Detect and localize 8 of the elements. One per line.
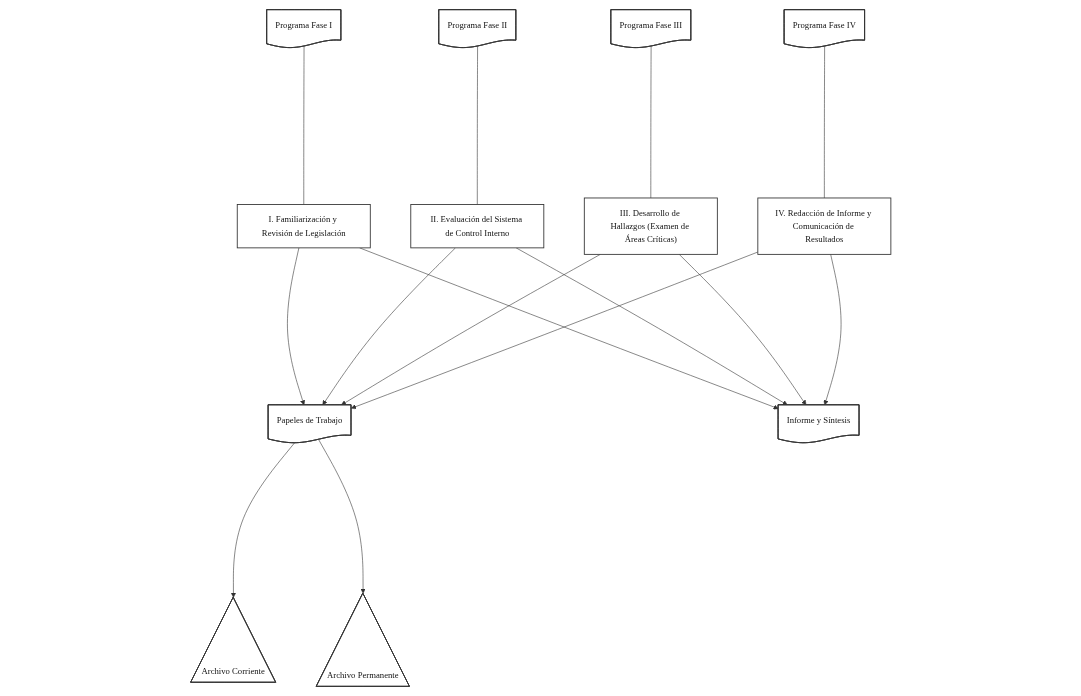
node-box: I. Familiarización y Revisión de Legislación (236, 204, 371, 249)
node-box: II. Evaluación del Sistema de Control Interno (410, 204, 544, 249)
connector (650, 46, 652, 199)
connector (476, 46, 478, 205)
node-box: IV. Redacción de Informe y Comunicación de Resultados (757, 197, 892, 255)
connector (823, 46, 825, 199)
node-box: III. Desarrollo de Hallazgos (Examen de Áreas Críticas) (583, 197, 718, 255)
connector (303, 46, 305, 205)
